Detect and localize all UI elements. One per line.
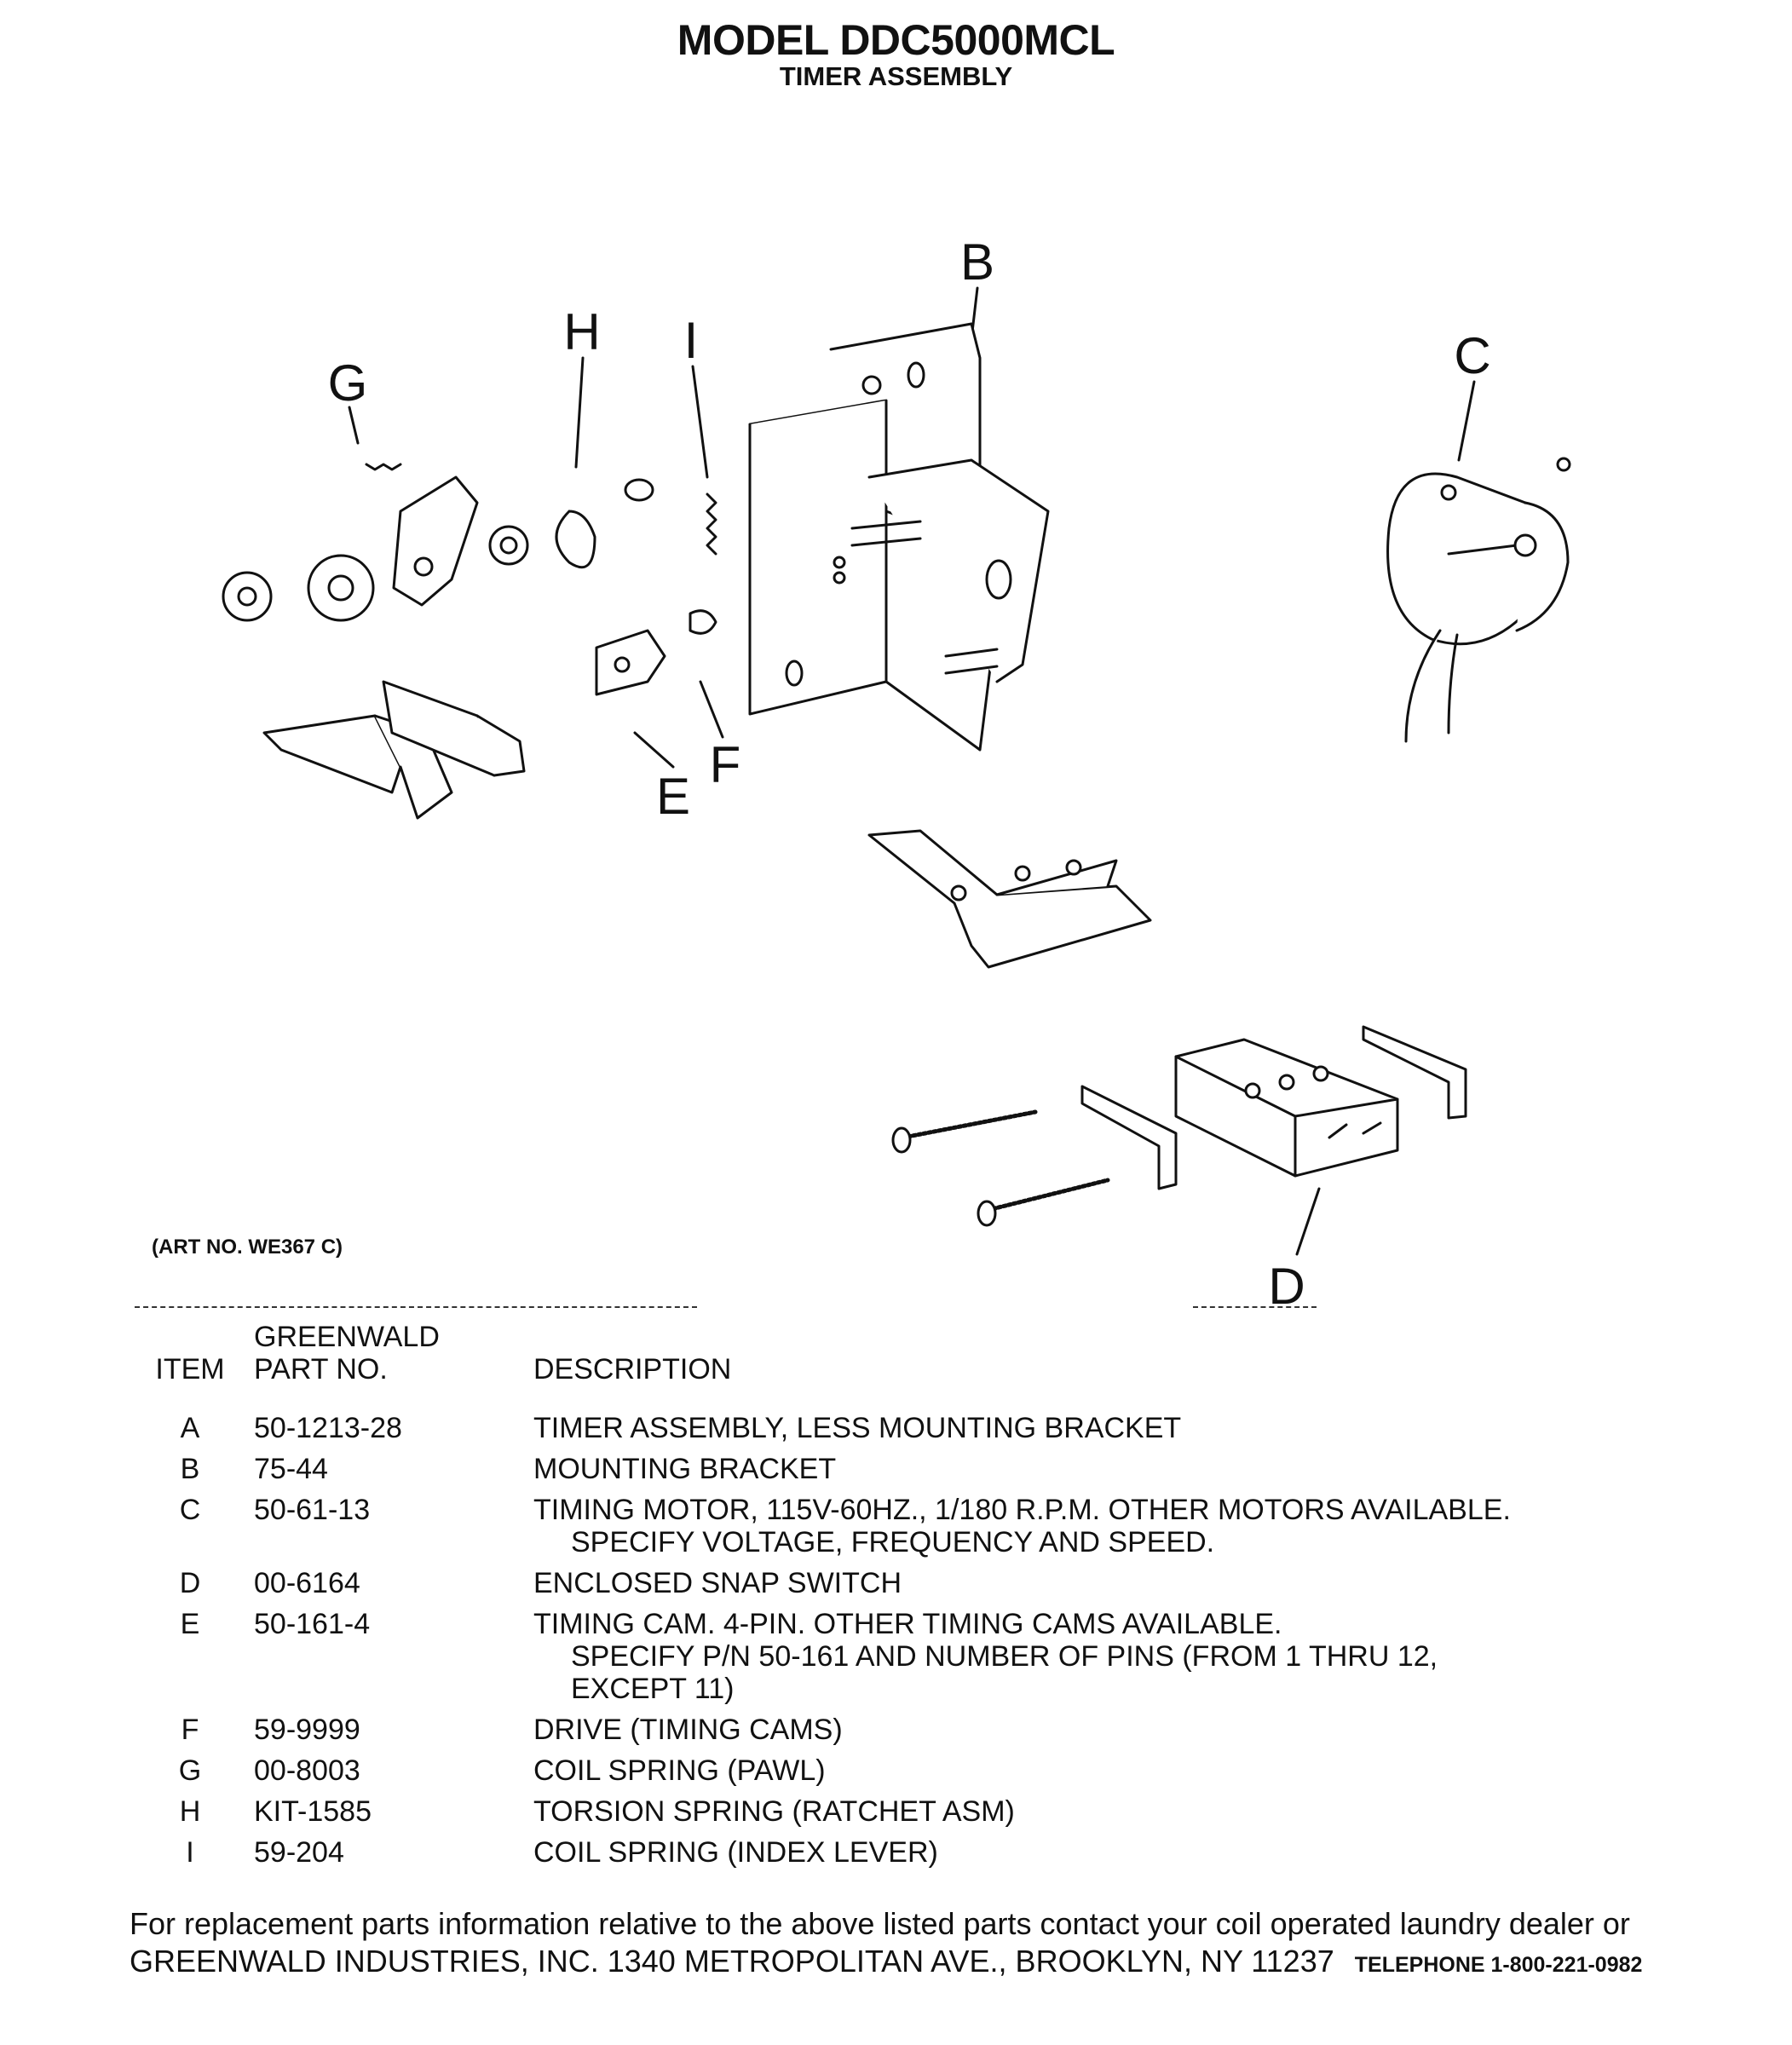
page-title: MODEL DDC5000MCL	[677, 16, 1115, 64]
row-item: G	[178, 1754, 202, 1787]
header-part-line1: GREENWALD	[254, 1321, 440, 1353]
row-item: A	[180, 1412, 200, 1444]
callout-i: I	[684, 312, 699, 369]
exploded-parts-diagram: B C D E F G H I	[222, 233, 1571, 1315]
row-item: I	[186, 1836, 194, 1869]
row-item: C	[179, 1494, 201, 1526]
header-item: ITEM	[155, 1353, 225, 1385]
row-description: TIMING MOTOR, 115V-60HZ., 1/180 R.P.M. O…	[533, 1494, 1511, 1526]
row-part: 00-8003	[254, 1754, 360, 1787]
contact-footer: For replacement parts information relati…	[130, 1905, 1663, 1984]
row-description: ENCLOSED SNAP SWITCH	[533, 1567, 902, 1599]
row-description: MOUNTING BRACKET	[533, 1453, 837, 1485]
row-part: 00-6164	[254, 1567, 360, 1599]
footer-line-1: For replacement parts information relati…	[130, 1906, 1630, 1941]
row-description-continued: SPECIFY VOLTAGE, FREQUENCY AND SPEED.	[571, 1526, 1215, 1558]
row-part: 75-44	[254, 1453, 328, 1485]
row-description-continued: EXCEPT 11)	[571, 1673, 735, 1705]
row-description-continued: SPECIFY P/N 50-161 AND NUMBER OF PINS (F…	[571, 1640, 1438, 1673]
row-item: E	[180, 1608, 200, 1640]
divider-left	[135, 1306, 697, 1308]
callout-f: F	[710, 736, 741, 793]
row-part: 59-9999	[254, 1714, 360, 1746]
art-number: (ART NO. WE367 C)	[152, 1236, 343, 1259]
ratchet-parts	[222, 463, 717, 820]
row-description: COIL SPRING (PAWL)	[533, 1754, 826, 1787]
row-description: COIL SPRING (INDEX LEVER)	[533, 1836, 938, 1869]
callout-b: B	[960, 233, 994, 291]
row-description: TORSION SPRING (RATCHET ASM)	[533, 1795, 1015, 1828]
row-part: 50-161-4	[254, 1608, 371, 1640]
row-item: H	[179, 1795, 201, 1828]
row-part: 59-204	[254, 1836, 344, 1869]
footer-line-2: GREENWALD INDUSTRIES, INC. 1340 METROPOL…	[130, 1943, 1663, 1984]
row-part: KIT-1585	[254, 1795, 372, 1828]
row-description: TIMING CAM. 4-PIN. OTHER TIMING CAMS AVA…	[533, 1608, 1282, 1640]
row-item: F	[181, 1714, 199, 1746]
divider-right	[1193, 1306, 1317, 1308]
page-subtitle: TIMER ASSEMBLY	[779, 61, 1013, 91]
footer-address: GREENWALD INDUSTRIES, INC. 1340 METROPOL…	[130, 1944, 1334, 1979]
row-part: 50-61-13	[254, 1494, 371, 1526]
row-item: B	[180, 1453, 200, 1485]
timing-motor	[1386, 457, 1571, 743]
callout-h: H	[563, 303, 600, 360]
callout-c: C	[1454, 327, 1490, 384]
row-description: DRIVE (TIMING CAMS)	[533, 1714, 843, 1746]
footer-telephone: TELEPHONE 1-800-221-0982	[1354, 1953, 1643, 1977]
row-part: 50-1213-28	[254, 1412, 402, 1444]
callout-e: E	[656, 768, 690, 825]
row-item: D	[179, 1567, 201, 1599]
mounting-bracket	[748, 322, 1050, 752]
snap-switch	[891, 1025, 1467, 1227]
row-description: TIMER ASSEMBLY, LESS MOUNTING BRACKET	[533, 1412, 1182, 1444]
callout-d: D	[1268, 1258, 1305, 1315]
switch-plate	[867, 829, 1152, 969]
header-description: DESCRIPTION	[533, 1353, 732, 1385]
header-part-line2: PART NO.	[254, 1353, 388, 1385]
callout-g: G	[328, 354, 368, 412]
